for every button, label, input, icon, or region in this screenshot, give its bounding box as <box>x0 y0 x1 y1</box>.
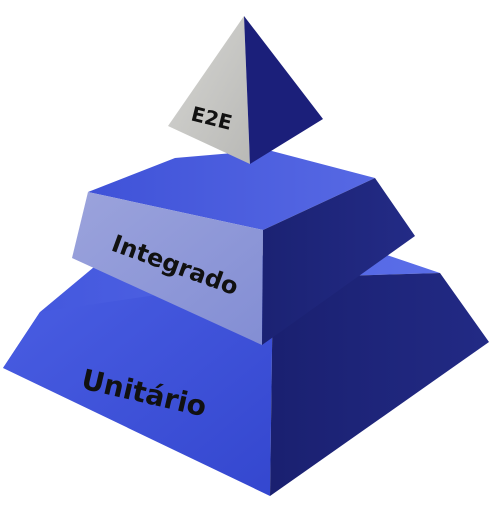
tier-base-top-face <box>3 251 440 368</box>
tier-top-right-face <box>244 16 323 164</box>
tier-middle-front-face <box>72 192 263 345</box>
tier-top-front-face <box>168 16 250 164</box>
tier-base-front-face <box>3 278 273 496</box>
tier-middle-right-face <box>262 178 415 345</box>
tier-base: Unitário <box>3 251 489 496</box>
tier-base-right-face <box>270 273 489 496</box>
tier-middle-top-face <box>88 150 375 230</box>
tier-middle: Integrado <box>72 150 415 345</box>
tier-top: E2E <box>168 16 323 164</box>
